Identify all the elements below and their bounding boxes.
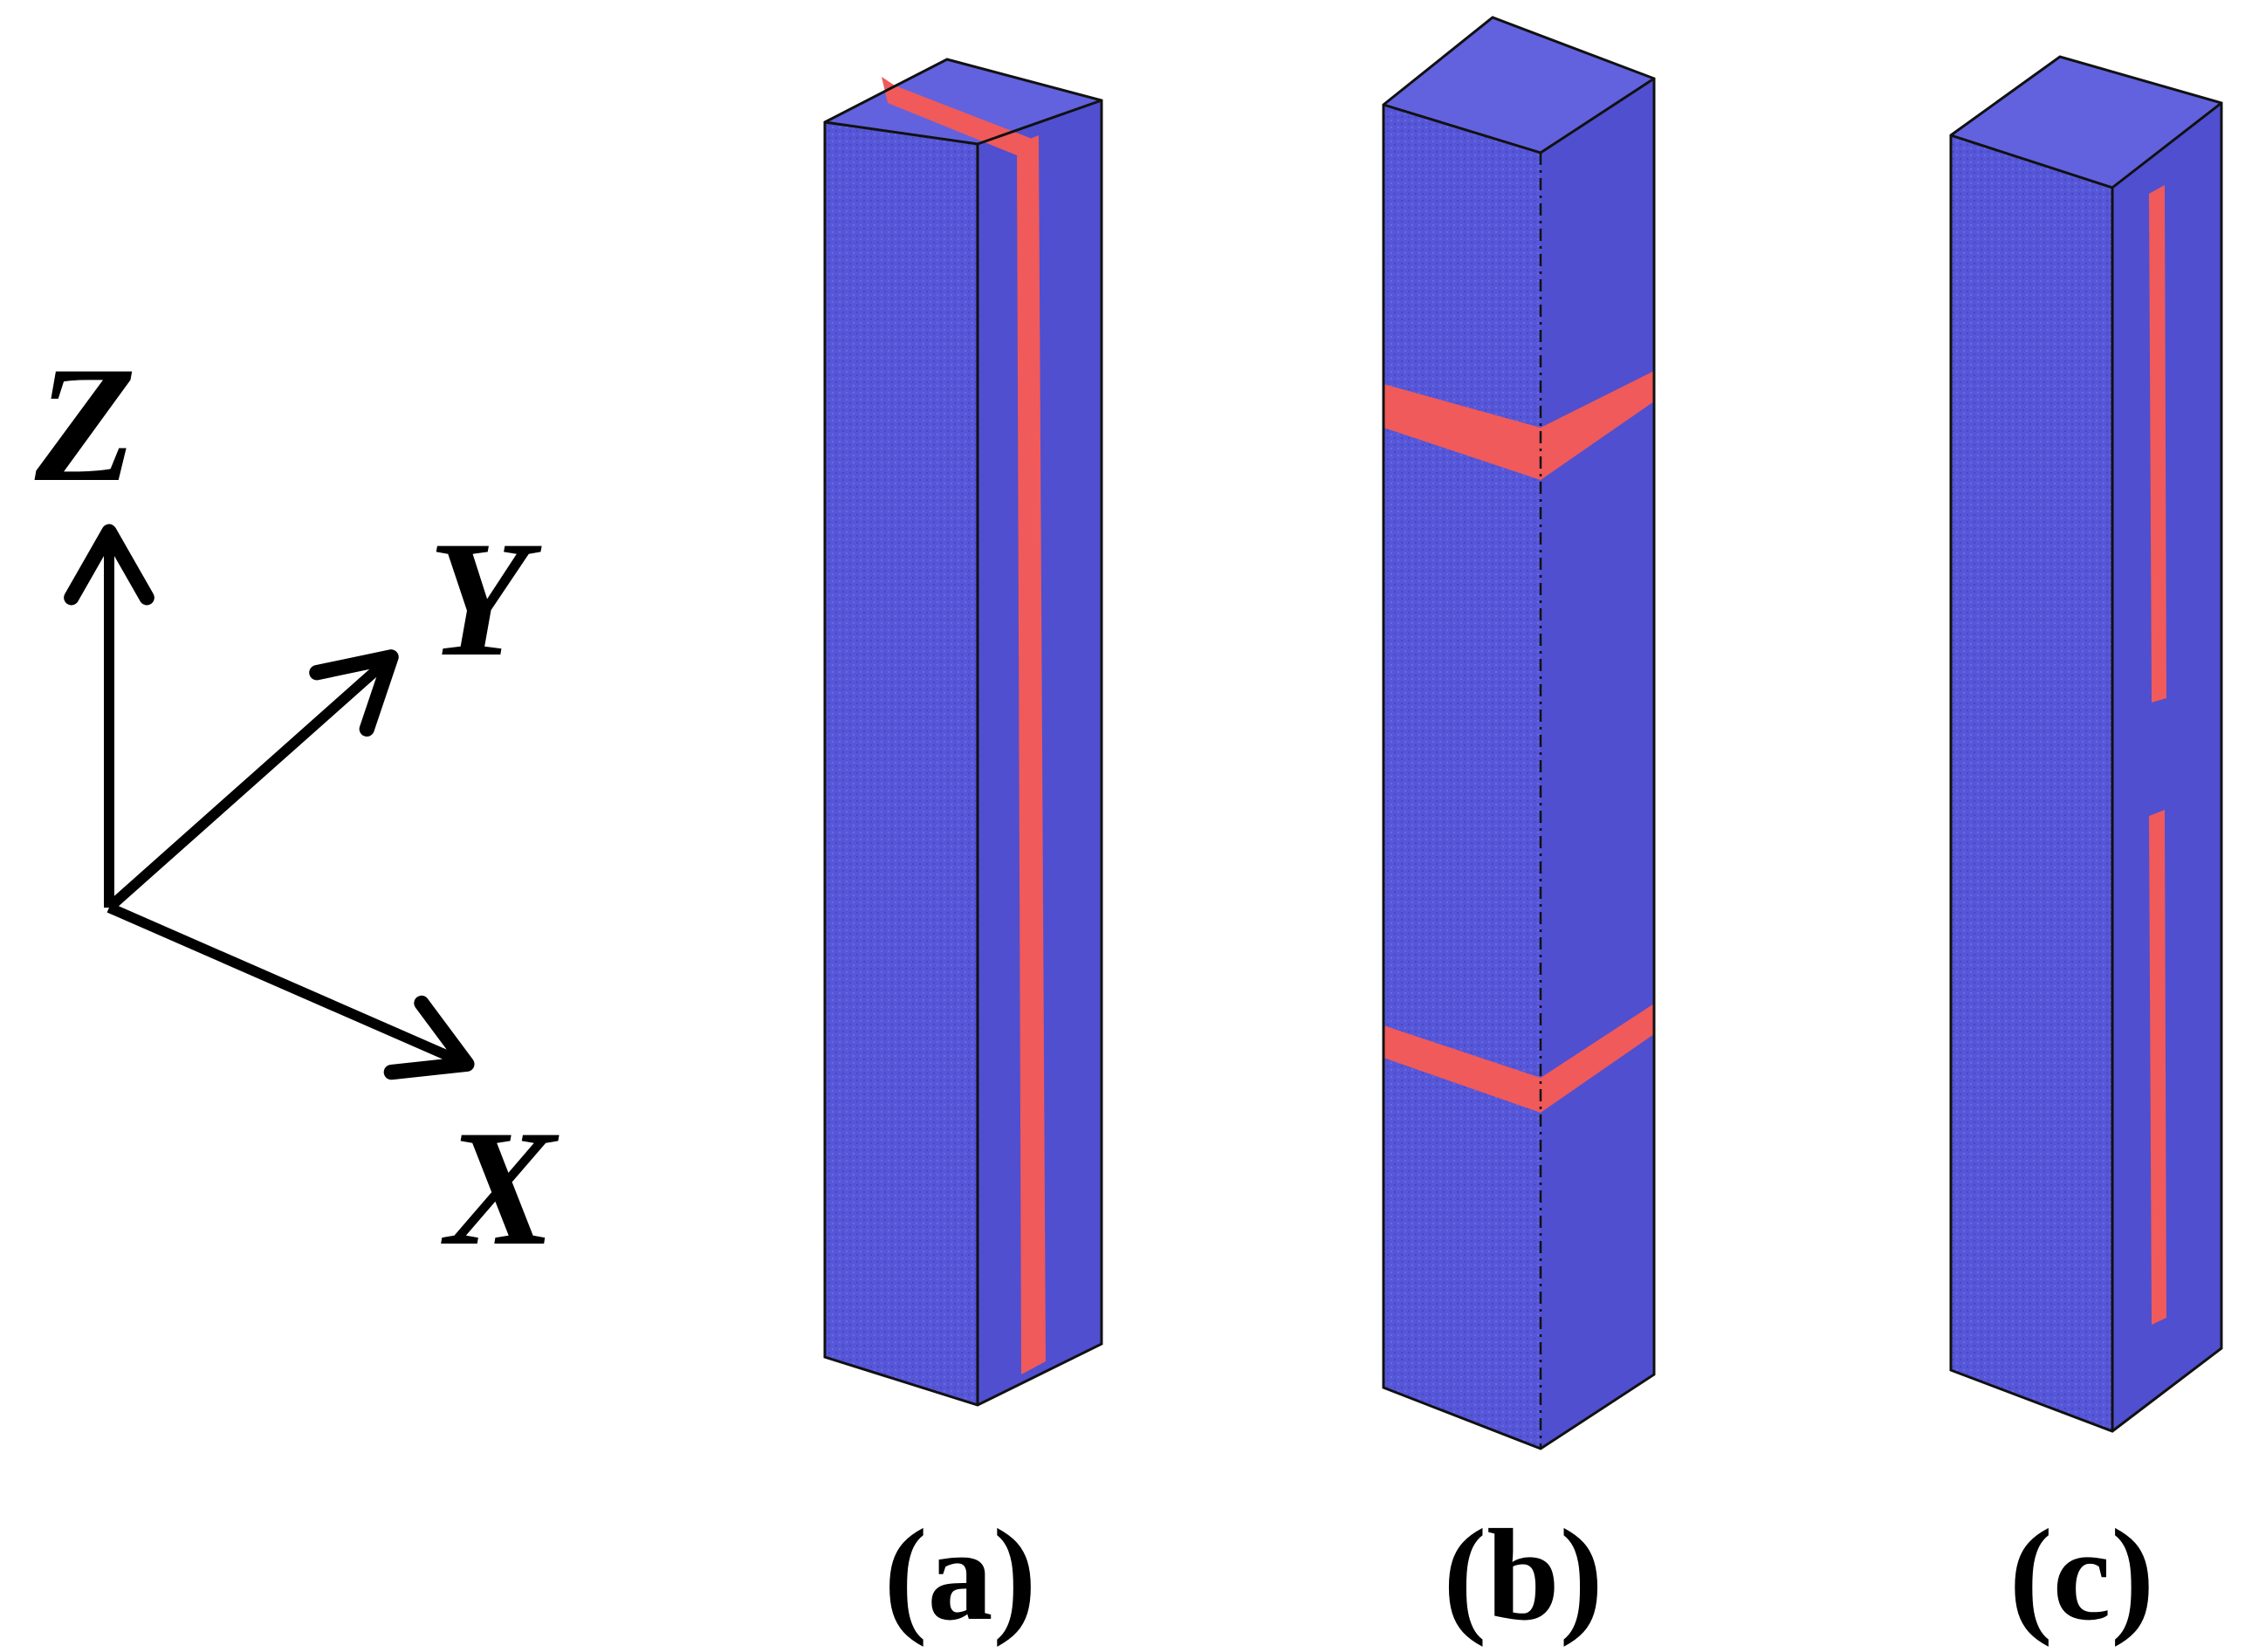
panel-c-right-face — [2112, 103, 2221, 1431]
x-axis-label: X — [441, 1097, 560, 1280]
panel-b-outline — [1382, 16, 1656, 1450]
panel-b — [1382, 16, 1656, 1450]
panel-a-vertical-boundary — [1017, 135, 1046, 1374]
panel-c-lower-boundary-segment — [2149, 810, 2166, 1325]
y-axis-arrow — [106, 649, 399, 912]
panel-c-upper-boundary-segment — [2149, 185, 2166, 703]
coordinate-axes: Z Y X — [34, 333, 560, 1280]
panel-b-label: (b) — [1443, 1503, 1603, 1648]
panel-b-right-face — [1541, 79, 1654, 1449]
panel-b-front-face — [1383, 105, 1541, 1449]
panel-a-top-boundary — [882, 77, 1034, 155]
panel-c — [1949, 55, 2223, 1433]
panel-b-upper-boundary — [1383, 371, 1654, 480]
panel-c-label: (c) — [2009, 1503, 2154, 1648]
panel-c-front-face — [1951, 135, 2112, 1431]
panel-a — [823, 58, 1103, 1407]
panel-a-label: (a) — [884, 1503, 1037, 1648]
z-axis-label: Z — [34, 333, 136, 517]
panel-a-front-face — [825, 122, 978, 1405]
panel-a-outline — [823, 58, 1103, 1407]
panel-b-lower-boundary — [1383, 1004, 1654, 1113]
y-axis-label: Y — [428, 508, 542, 691]
panel-a-top-face — [825, 59, 1102, 144]
x-axis-arrow — [106, 902, 475, 1080]
panel-c-outline — [1949, 55, 2223, 1433]
